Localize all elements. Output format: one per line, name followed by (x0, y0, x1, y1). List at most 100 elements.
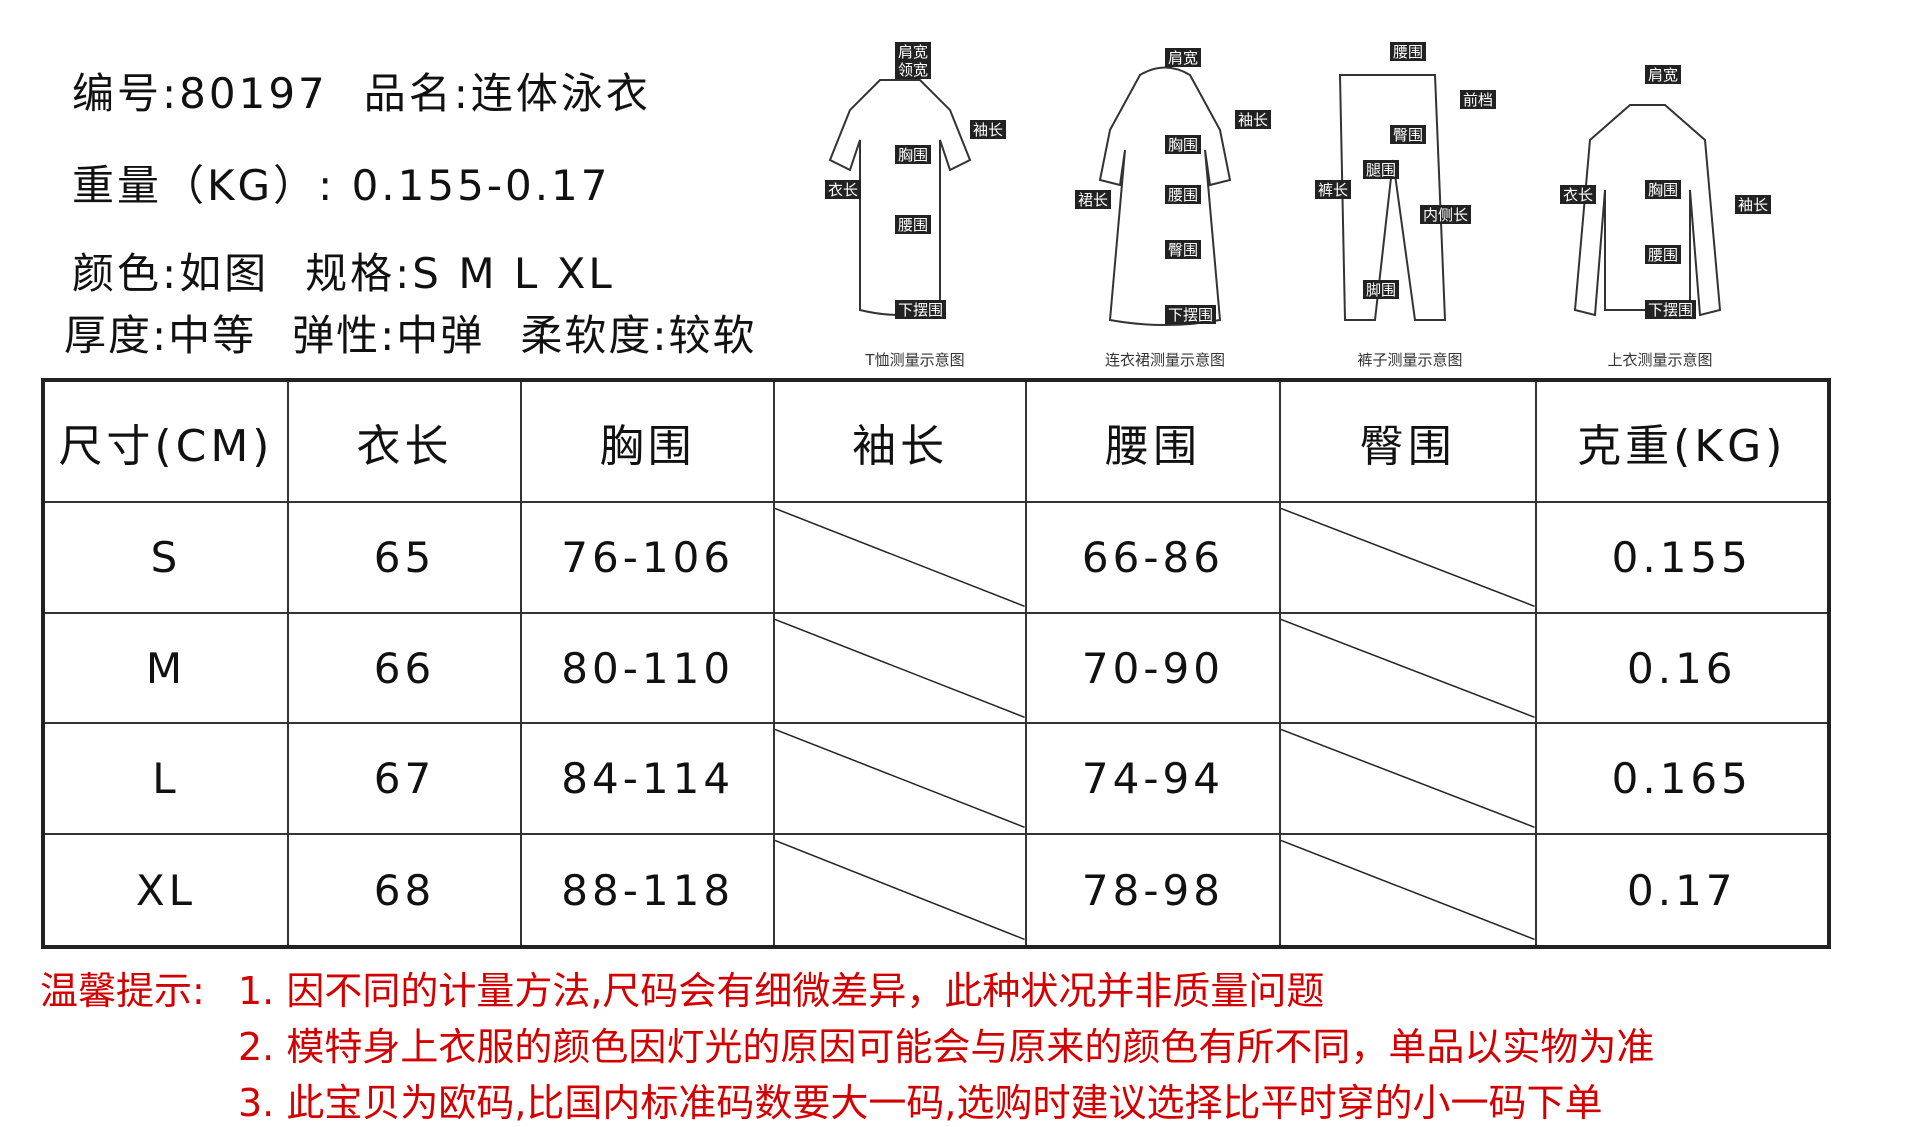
note-2: 2. 模特身上衣服的颜色因灯光的原因可能会与原来的颜色有所不同，单品以实物为准 (238, 1025, 1655, 1069)
diagram-caption: 连衣裙测量示意图 (1105, 351, 1225, 369)
svg-text:胸围: 胸围 (898, 146, 928, 164)
svg-text:胸围: 胸围 (1648, 181, 1678, 199)
table-cell (773, 611, 1027, 725)
measurement-label: 腰围 (1165, 185, 1201, 204)
column-header: 臀围 (1279, 379, 1537, 503)
svg-text:下摆围: 下摆围 (1168, 306, 1213, 324)
table-cell (1279, 501, 1537, 614)
svg-text:裙长: 裙长 (1078, 191, 1108, 209)
column-header: 袖长 (773, 379, 1027, 503)
color-size: 颜色:如图规格:S M L XL (72, 240, 651, 301)
softness: 柔软度:较软 (520, 311, 757, 360)
diagram-caption: 上衣测量示意图 (1607, 351, 1712, 369)
table-cell: 84-114 (520, 722, 776, 836)
empty-slash (775, 614, 1025, 723)
measurement-label: 裙长 (1075, 190, 1111, 209)
svg-text:衣长: 衣长 (828, 181, 858, 199)
measurement-label: 脚围 (1363, 280, 1399, 299)
note-3: 3. 此宝贝为欧码,比国内标准码数要大一码,选购时建议选择比平时穿的小一码下单 (238, 1081, 1603, 1125)
svg-text:下摆围: 下摆围 (1648, 301, 1693, 319)
svg-text:内侧长: 内侧长 (1423, 206, 1468, 224)
table-cell (1279, 611, 1537, 725)
product-code: 编号:80197 (72, 69, 328, 118)
table-cell (773, 501, 1027, 614)
column-header: 尺寸(CM) (42, 379, 289, 503)
measurement-label: 臀围 (1390, 125, 1426, 144)
measurement-label: 裤长 (1315, 180, 1351, 199)
svg-text:领宽: 领宽 (898, 61, 928, 79)
product-code-name: 编号:80197 品名:连体泳衣 (72, 60, 687, 121)
table-cell: 0.16 (1534, 611, 1831, 725)
garment-outline (1573, 104, 1722, 317)
measurement-diagrams: 肩宽领宽袖长衣长胸围腰围下摆围T恤测量示意图肩宽袖长胸围裙长腰围臀围下摆围连衣裙… (825, 42, 1771, 369)
svg-text:脚围: 脚围 (1366, 281, 1396, 299)
empty-slash (775, 503, 1025, 612)
column-header: 胸围 (520, 379, 776, 503)
column-header: 衣长 (286, 379, 523, 503)
notes-prefix: 温馨提示: (40, 969, 205, 1013)
measurement-label: 袖长 (1735, 195, 1771, 214)
table-cell: 65 (286, 501, 523, 614)
empty-slash (1281, 614, 1535, 723)
table-cell: 76-106 (520, 501, 776, 614)
column-header: 腰围 (1024, 379, 1282, 503)
table-cell: 74-94 (1024, 722, 1282, 836)
empty-slash (1281, 835, 1535, 945)
svg-text:腰围: 腰围 (898, 216, 928, 234)
table-cell (1279, 833, 1537, 948)
measurement-label: 前档 (1460, 90, 1496, 109)
thickness: 厚度:中等 (64, 311, 257, 360)
measurement-label: 衣长 (1560, 185, 1596, 204)
measurement-label: 腿围 (1363, 160, 1399, 179)
diagram: 肩宽衣长胸围袖长腰围下摆围 (1560, 65, 1771, 319)
measurement-label: 衣长 (825, 180, 861, 199)
svg-text:下摆围: 下摆围 (898, 301, 943, 319)
diagram-caption: 裤子测量示意图 (1357, 351, 1462, 369)
table-cell: 68 (286, 833, 523, 948)
svg-text:衣长: 衣长 (1563, 186, 1593, 204)
garment-outline (1338, 74, 1447, 321)
measurement-label: 下摆围 (1645, 300, 1696, 319)
table-cell: 0.155 (1534, 501, 1831, 614)
svg-text:肩宽: 肩宽 (1648, 66, 1678, 84)
diagram-caption: T恤测量示意图 (864, 351, 964, 369)
product-name: 品名:连体泳衣 (363, 69, 651, 118)
measurement-label: 腰围 (1390, 42, 1426, 61)
measurement-label: 臀围 (1165, 240, 1201, 259)
fabric-properties: 厚度:中等弹性:中弹柔软度:较软 (64, 302, 792, 363)
table-cell: M (42, 611, 289, 725)
svg-text:裤长: 裤长 (1318, 181, 1348, 199)
empty-slash (1281, 724, 1535, 833)
measurement-label: 胸围 (1645, 180, 1681, 199)
svg-text:臀围: 臀围 (1393, 126, 1423, 144)
svg-text:肩宽: 肩宽 (898, 43, 928, 61)
table-cell: 0.165 (1534, 722, 1831, 836)
table-cell: L (42, 722, 289, 836)
svg-text:腰围: 腰围 (1168, 186, 1198, 204)
color: 颜色:如图 (72, 249, 270, 298)
empty-slash (1281, 503, 1535, 612)
measurement-label: 肩宽 (1645, 65, 1681, 84)
svg-text:胸围: 胸围 (1168, 136, 1198, 154)
empty-slash (775, 724, 1025, 833)
diagram: 肩宽袖长胸围裙长腰围臀围下摆围 (1075, 48, 1271, 326)
svg-text:腰围: 腰围 (1393, 43, 1423, 61)
measurement-label: 肩宽 (1165, 48, 1201, 67)
svg-text:前档: 前档 (1463, 91, 1493, 109)
table-cell: 80-110 (520, 611, 776, 725)
table-cell: 66-86 (1024, 501, 1282, 614)
table-cell: 78-98 (1024, 833, 1282, 948)
table-cell: 66 (286, 611, 523, 725)
sizes: 规格:S M L XL (305, 249, 615, 298)
measurement-label: 肩宽 (895, 42, 931, 61)
measurement-label: 腰围 (895, 215, 931, 234)
table-cell: 70-90 (1024, 611, 1282, 725)
table-cell: 67 (286, 722, 523, 836)
table-cell (1279, 722, 1537, 836)
measurement-label: 内侧长 (1420, 205, 1471, 224)
